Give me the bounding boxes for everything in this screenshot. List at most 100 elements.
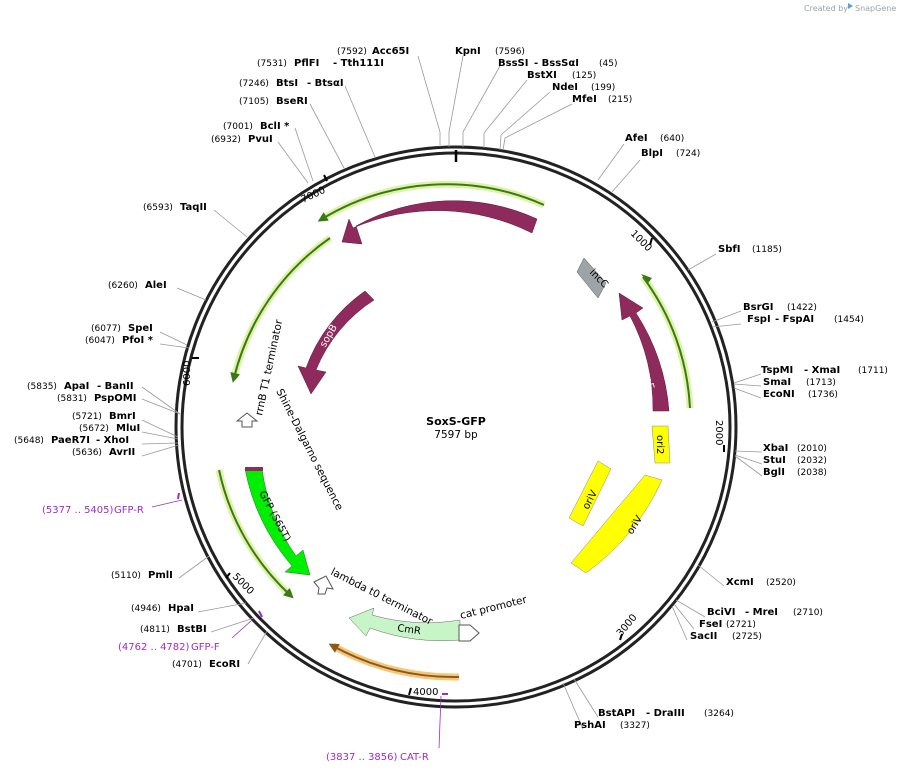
site-pos: (5636) <box>72 448 102 458</box>
site-name: XbaI <box>763 443 788 454</box>
site-pos: (1454) <box>834 315 864 325</box>
site-pshai[interactable]: PshAI (3327) <box>574 720 650 731</box>
site-pos: (7531) <box>257 59 287 69</box>
site-taqii[interactable]: (6593) TaqII <box>143 202 207 213</box>
site-name: StuI <box>763 455 786 466</box>
site-btsi[interactable]: (7246) BtsI - BtsαI <box>239 78 344 89</box>
site-ndei[interactable]: NdeI (199) <box>552 82 615 93</box>
site-pvui[interactable]: (6932) PvuI <box>211 134 273 145</box>
feature-catp-label: cat promoter <box>459 594 529 622</box>
site-tspmi[interactable]: TspMI - XmaI (1711) <box>761 365 888 376</box>
feature-cmr[interactable]: CmR <box>348 607 461 641</box>
site-pos: (6077) <box>91 324 121 334</box>
tick-label: 2000 <box>713 420 724 445</box>
site-kpni[interactable]: KpnI (7596) <box>455 46 525 57</box>
site-name: AvrII <box>109 447 135 458</box>
site-pos: (7246) <box>239 79 269 89</box>
feature-catp-marker[interactable] <box>458 624 480 642</box>
primer-cat-r[interactable]: (3837 .. 3856) CAT-R <box>326 693 448 763</box>
site-name: PflFI <box>294 58 319 69</box>
feature-sopb[interactable]: sopB <box>297 290 375 395</box>
site-pfoi[interactable]: (6047) PfoI * <box>85 335 154 346</box>
site-fspi[interactable]: FspI - FspAI (1454) <box>747 314 864 325</box>
site-apai[interactable]: (5835) ApaI - BanII <box>27 381 134 392</box>
site-pos: (4946) <box>131 604 161 614</box>
site-ecori[interactable]: (4701) EcoRI <box>172 659 240 670</box>
site-mlui[interactable]: (5672) MluI <box>79 423 140 434</box>
plasmid-length: 7597 bp <box>434 429 478 441</box>
site-name: AleI <box>145 280 167 291</box>
site-stui[interactable]: StuI (2032) <box>763 455 827 466</box>
site-xbai[interactable]: XbaI (2010) <box>763 443 827 454</box>
site-name: SpeI <box>128 323 153 334</box>
site-blpi[interactable]: BlpI (724) <box>641 148 700 159</box>
site-name: BtsI <box>276 78 298 89</box>
site-name: ApaI <box>64 381 89 392</box>
shine-dalgarno-marker[interactable] <box>245 467 263 471</box>
site-bcivi[interactable]: BciVI - MreI (2710) <box>707 607 823 618</box>
site-pos: (2520) <box>766 578 796 588</box>
site-bstbi[interactable]: (4811) BstBI <box>140 624 207 635</box>
primer-gfp-f[interactable]: (4762 .. 4782) GFP-F <box>118 610 263 653</box>
site-pos: (2710) <box>793 608 823 618</box>
site-spei[interactable]: (6077) SpeI <box>91 323 153 334</box>
site-pspomi[interactable]: (5831) PspOMI <box>57 393 136 404</box>
site-pos: (1736) <box>808 390 838 400</box>
feature-incc[interactable]: incC <box>576 257 610 299</box>
site-name: NdeI <box>552 82 578 93</box>
feature-rrnb-marker[interactable] <box>235 412 259 428</box>
site-bgli[interactable]: BglI (2038) <box>763 467 827 478</box>
site-econi[interactable]: EcoNI (1736) <box>763 389 838 400</box>
primer-gfp-r[interactable]: (5377 .. 5405) GFP-R <box>42 492 183 516</box>
site-pos: (7596) <box>495 47 525 57</box>
site-xcmi[interactable]: XcmI (2520) <box>726 577 796 588</box>
site-pos: (2032) <box>797 456 827 466</box>
site-bmri[interactable]: (5721) BmrI <box>72 411 136 422</box>
site-name: BclI * <box>260 121 290 132</box>
site-paer7i[interactable]: (5648) PaeR7I - XhoI <box>14 435 129 446</box>
site-bcli[interactable]: (7001) BclI * <box>223 121 290 132</box>
site-acc65i[interactable]: (7592) Acc65I <box>337 46 409 57</box>
site-name-alt: - BssSαI <box>534 58 579 69</box>
feature-lambda-marker[interactable] <box>313 575 334 595</box>
site-sbfi[interactable]: SbfI (1185) <box>718 244 782 255</box>
credit[interactable]: Created by SnapGene <box>804 3 896 13</box>
feature-ori2[interactable]: ori2 <box>651 425 671 464</box>
site-name: PfoI * <box>122 335 154 346</box>
site-pos: (215) <box>608 95 632 105</box>
site-sacii[interactable]: SacII (2725) <box>690 631 762 642</box>
site-bseri[interactable]: (7105) BseRI <box>239 96 308 107</box>
site-fsei[interactable]: FseI (2721) <box>699 619 756 630</box>
site-name: BciVI <box>707 607 735 618</box>
site-name-alt: - MreI <box>745 607 778 618</box>
site-pos: (125) <box>572 71 596 81</box>
site-pos: (1711) <box>858 366 888 376</box>
site-name-alt: - FspAI <box>775 314 814 325</box>
site-pmli[interactable]: (5110) PmlI <box>111 570 173 581</box>
site-pflfi[interactable]: (7531) PflFI - Tth111I <box>257 58 384 69</box>
tick-label: 6000 <box>182 361 193 386</box>
site-avrii[interactable]: (5636) AvrII <box>72 447 135 458</box>
site-name: EcoNI <box>763 389 795 400</box>
site-smai[interactable]: SmaI (1713) <box>763 377 836 388</box>
site-name: TaqII <box>180 202 207 213</box>
site-pos: (4701) <box>172 660 202 670</box>
site-bstxi[interactable]: BstXI (125) <box>527 70 596 81</box>
site-alei[interactable]: (6260) AleI <box>108 280 167 291</box>
site-mfei[interactable]: MfeI (215) <box>572 94 632 105</box>
site-pos: (6932) <box>211 135 241 145</box>
site-hpai[interactable]: (4946) HpaI <box>131 603 194 614</box>
site-pos: (6047) <box>85 336 115 346</box>
site-bstapi[interactable]: BstAPI - DraIII (3264) <box>598 708 734 719</box>
site-afei[interactable]: AfeI (640) <box>625 133 684 144</box>
site-name-alt: - DraIII <box>646 708 685 719</box>
feature-sopa-label: sopA <box>430 215 455 226</box>
feature-sopa[interactable]: sopA <box>341 200 538 245</box>
site-bsrgi[interactable]: BsrGI (1422) <box>743 302 817 313</box>
feature-oriv-1[interactable]: oriV <box>568 460 612 527</box>
site-name: BseRI <box>276 96 308 107</box>
site-name: BmrI <box>109 411 136 422</box>
site-pos: (45) <box>599 59 617 69</box>
site-bsssi[interactable]: BssSI - BssSαI (45) <box>498 58 617 69</box>
site-name: SmaI <box>763 377 791 388</box>
